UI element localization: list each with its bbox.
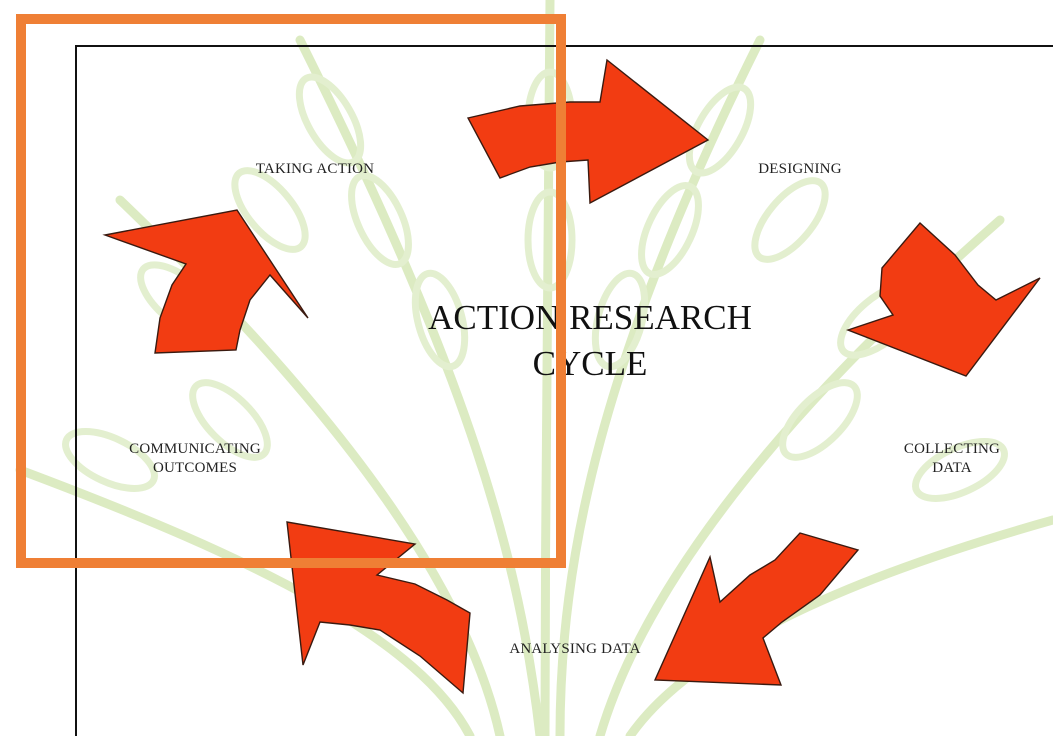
curved-arrow-icon — [845, 221, 1041, 377]
curved-arrow-icon — [102, 209, 309, 354]
highlight-box — [16, 14, 566, 568]
stage-label-communicating-outcomes: COMMUNICATING OUTCOMES — [129, 441, 261, 476]
stage-label-collecting-data: COLLECTING DATA — [903, 441, 1001, 476]
diagram-title: ACTION RESEARCH CYCLE — [428, 298, 752, 383]
stage-label-analysing-data: ANALYSING DATA — [509, 641, 641, 657]
stage-label-taking-action: TAKING ACTION — [255, 161, 375, 177]
curved-arrow-icon — [653, 532, 860, 686]
stage-label-designing: DESIGNING — [758, 161, 842, 177]
